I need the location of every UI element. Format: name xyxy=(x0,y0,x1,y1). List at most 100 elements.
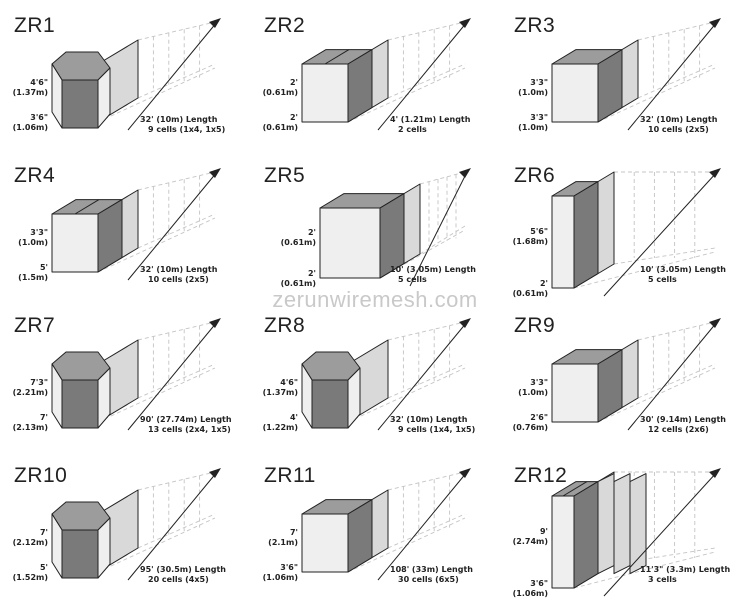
width-label: 3'6" xyxy=(530,579,548,588)
length-arrow-head xyxy=(459,468,471,478)
height-label-metric: (0.61m) xyxy=(263,88,298,97)
length-label: 10' (3.05m) Length xyxy=(390,265,476,274)
length-label: 32' (10m) Length xyxy=(390,415,468,424)
height-label-metric: (1.68m) xyxy=(513,237,548,246)
height-label-metric: (1.0m) xyxy=(18,238,48,247)
length-arrow-head xyxy=(209,18,221,28)
ghost-back-edge xyxy=(613,247,716,265)
cell-side xyxy=(379,193,405,279)
model-drawing: 3'3"(1.0m)2'6"(0.76m)30' (9.14m) Length1… xyxy=(513,318,726,434)
model-title: ZR1 xyxy=(14,14,56,37)
width-label: 3'6" xyxy=(280,563,298,572)
cell-front xyxy=(61,379,99,429)
cells-label: 20 cells (4x5) xyxy=(148,575,209,584)
cell-front xyxy=(551,63,599,123)
length-arrow-head xyxy=(709,168,721,178)
cell-front xyxy=(551,495,575,589)
ghost-top-edge xyxy=(387,321,466,341)
model-drawing: 7'3"(2.21m)7'(2.13m)90' (27.74m) Length1… xyxy=(13,318,232,434)
length-label: 90' (27.74m) Length xyxy=(140,415,232,424)
ghost-top-edge xyxy=(637,321,716,341)
height-label: 4'6" xyxy=(30,78,48,87)
length-arrow-line xyxy=(627,321,718,431)
width-label: 2' xyxy=(290,113,298,122)
cells-label: 5 cells xyxy=(398,275,427,284)
cells-label: 12 cells (2x6) xyxy=(648,425,709,434)
cells-label: 3 cells xyxy=(648,575,677,584)
cells-label: 13 cells (2x4, 1x5) xyxy=(148,425,231,434)
model-title: ZR10 xyxy=(14,464,68,487)
length-arrow-head xyxy=(459,318,471,328)
cell-front xyxy=(311,379,349,429)
width-label: 2'6" xyxy=(530,413,548,422)
cells-label: 10 cells (2x5) xyxy=(148,275,209,284)
model-drawing: 5'6"(1.68m)2'(0.61m)10' (3.05m) Length5 … xyxy=(513,168,726,298)
model-title: ZR4 xyxy=(14,164,56,187)
width-label-metric: (1.0m) xyxy=(518,123,548,132)
width-label-metric: (0.61m) xyxy=(281,279,316,288)
ghost-back-edge xyxy=(637,63,716,99)
width-label-metric: (0.76m) xyxy=(513,423,548,432)
width-label: 2' xyxy=(540,279,548,288)
height-label-metric: (2.1m) xyxy=(268,538,298,547)
model-title: ZR12 xyxy=(514,464,568,487)
length-arrow-line xyxy=(127,171,218,281)
length-label: 95' (30.5m) Length xyxy=(140,565,226,574)
length-arrow-head xyxy=(209,468,221,478)
height-label: 3'3" xyxy=(30,228,48,237)
length-arrow-line xyxy=(603,171,718,297)
ghost-top-edge xyxy=(637,21,716,41)
model-drawing: 9'(2.74m)3'6"(1.06m)11'3" (3.3m) Length3… xyxy=(513,468,730,598)
cell-side-right xyxy=(97,517,111,579)
cell-side xyxy=(573,181,599,289)
ghost-bottom-edge xyxy=(573,551,716,589)
cell-divider xyxy=(74,199,100,215)
ghost-top-edge xyxy=(137,471,216,491)
length-arrow-line xyxy=(409,171,468,287)
cell-front xyxy=(51,213,99,273)
model-title: ZR2 xyxy=(264,14,306,37)
length-arrow-line xyxy=(603,471,718,597)
model-title: ZR9 xyxy=(514,314,556,337)
cell-side xyxy=(347,499,373,573)
ghost-back-edge xyxy=(137,363,216,399)
ghost-top-edge xyxy=(387,471,466,491)
length-arrow-head xyxy=(709,318,721,328)
model-title: ZR7 xyxy=(14,314,56,337)
ghost-bottom-edge xyxy=(573,251,716,289)
model-drawing: 4'6"(1.37m)3'6"(1.06m)32' (10m) Length9 … xyxy=(13,18,225,134)
model-title: ZR3 xyxy=(514,14,556,37)
cell-side xyxy=(597,349,623,423)
ghost-back-edge xyxy=(637,363,716,399)
cell-side xyxy=(347,49,373,123)
height-label-metric: (1.0m) xyxy=(518,88,548,97)
height-label: 3'3" xyxy=(530,378,548,387)
width-label: 7' xyxy=(40,413,48,422)
length-arrow-line xyxy=(127,321,218,431)
ghost-back-edge xyxy=(419,225,466,255)
length-arrow-line xyxy=(627,21,718,131)
ghost-back-edge xyxy=(387,363,466,399)
height-label-metric: (0.61m) xyxy=(281,238,316,247)
watermark: zerunwiremesh.com xyxy=(272,287,478,312)
ghost-back-edge xyxy=(137,513,216,549)
length-arrow-line xyxy=(377,471,468,581)
cell-front xyxy=(301,63,349,123)
cell-front xyxy=(551,363,599,423)
width-label: 5' xyxy=(40,263,48,272)
cell-side-right xyxy=(97,367,111,429)
model-title: ZR5 xyxy=(264,164,306,187)
length-arrow-head xyxy=(459,18,471,28)
width-label-metric: (2.13m) xyxy=(13,423,48,432)
cell-side-right xyxy=(97,67,111,129)
